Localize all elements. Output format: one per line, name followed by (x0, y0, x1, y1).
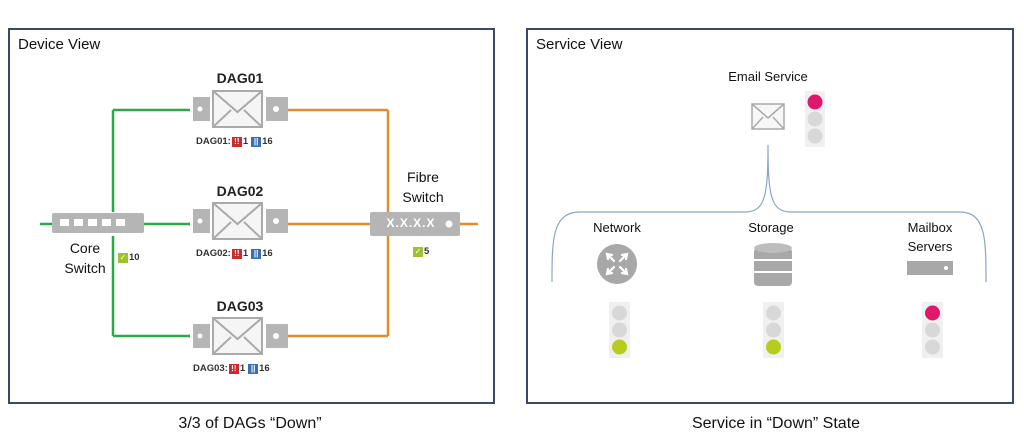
dag01-title: DAG01 (216, 70, 264, 86)
check-icon: ✓ (118, 252, 128, 263)
dag01-stat-label: DAG01: (196, 136, 231, 147)
network-router-icon (597, 244, 637, 284)
network-light-green (612, 339, 627, 355)
dag02-appliance-icon (193, 202, 288, 240)
mailbox-servers-label-2: Servers (907, 239, 953, 254)
mailbox-servers-label-1: Mailbox (907, 220, 953, 235)
email-service-envelope-icon (751, 103, 785, 130)
core-switch-ok-count: 10 (129, 252, 140, 263)
storage-database-icon (754, 243, 792, 286)
pause-icon: || (251, 248, 262, 259)
storage-traffic-light (763, 302, 784, 358)
network-traffic-light (609, 302, 630, 358)
core-switch-icon (52, 213, 144, 233)
fibre-switch-status: ✓ 5 (413, 246, 429, 257)
dag03-item-count: 16 (259, 363, 270, 374)
fibre-switch-label-1: Fibre (407, 169, 439, 185)
fibre-switch-ok-count: 5 (424, 246, 430, 257)
dag03-stat-label: DAG03: (193, 363, 228, 374)
pause-icon: || (248, 363, 259, 374)
mailbox-servers-traffic-light (922, 302, 943, 358)
dag02-title: DAG02 (216, 183, 264, 199)
dag02-item-count: 16 (262, 248, 273, 259)
device-view-caption: 3/3 of DAGs “Down” (178, 415, 322, 432)
pause-icon: || (251, 136, 262, 147)
dag03-status: DAG03: !! 1 || 16 (193, 363, 270, 374)
storage-light-green (766, 339, 781, 355)
alert-icon: !! (231, 248, 242, 259)
fibre-switch-icon (370, 212, 460, 236)
service-view-title: Service View (536, 36, 623, 53)
email-service-traffic-light (805, 91, 825, 147)
dag01-item-count: 16 (262, 136, 273, 147)
mailbox-light-red (925, 305, 940, 321)
fibre-switch-label-2: Switch (402, 189, 444, 205)
dag02-stat-label: DAG02: (196, 248, 231, 259)
fibre-switch-links (288, 108, 478, 338)
storage-label: Storage (748, 220, 794, 235)
dag03-alert-count: 1 (239, 363, 246, 374)
dag03-title: DAG03 (216, 298, 264, 314)
email-service-label: Email Service (728, 69, 808, 84)
fibre-switch-port-text: X.X.X.X (386, 216, 436, 230)
hierarchy-brace (551, 144, 987, 283)
dag01-alert-count: 1 (242, 136, 249, 147)
core-switch-status: ✓ 10 (118, 252, 140, 263)
dag03-appliance-icon (193, 317, 288, 355)
email-light-red (807, 94, 823, 110)
dag01-appliance-icon (193, 90, 288, 128)
dag02-status: DAG02: !! 1 || 16 (196, 248, 273, 259)
dag01-status: DAG01: !! 1 || 16 (196, 136, 273, 147)
mailbox-server-icon (907, 261, 953, 275)
core-switch-links (40, 108, 190, 338)
dag02-alert-count: 1 (242, 248, 249, 259)
core-switch-label-1: Core (69, 240, 101, 256)
device-view-title: Device View (18, 36, 101, 53)
core-switch-label-2: Switch (64, 260, 106, 276)
alert-icon: !! (228, 363, 239, 374)
alert-icon: !! (231, 136, 242, 147)
network-label: Network (593, 220, 641, 235)
check-icon: ✓ (413, 246, 423, 257)
service-view-caption: Service in “Down” State (691, 415, 861, 432)
